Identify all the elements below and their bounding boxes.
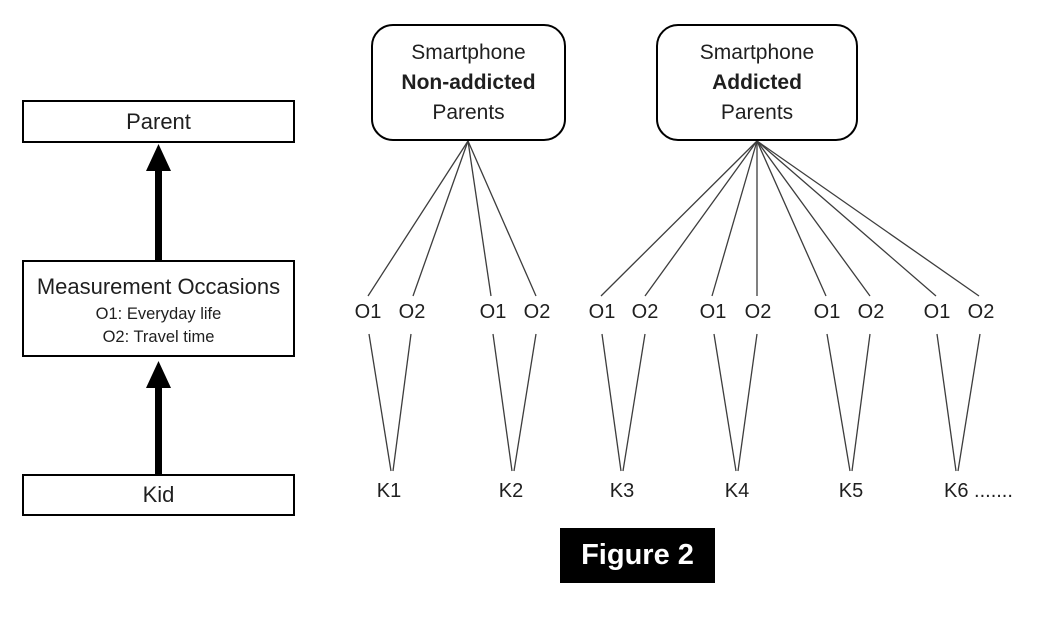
parent-box-label: Parent — [126, 108, 191, 134]
measurement-occasions-box: Measurement Occasions O1: Everyday life … — [22, 260, 295, 357]
kid-label: K3 — [609, 480, 635, 502]
group-box-non-addicted: Smartphone Non-addicted Parents — [371, 24, 566, 141]
group-box-addicted: Smartphone Addicted Parents — [656, 24, 858, 141]
kid-box-label: Kid — [142, 482, 175, 507]
figure-caption-label: Figure 2 — [581, 539, 694, 571]
kid-label: K4 — [724, 480, 750, 502]
kid-label: K5 — [838, 480, 864, 502]
arrow-measurement-to-parent — [146, 144, 171, 260]
occasion-label: O1 — [813, 301, 841, 323]
fan-lines-non-addicted — [367, 140, 537, 297]
group-line3: Parents — [432, 100, 505, 124]
kid-box: Kid — [22, 474, 295, 516]
occasion-label: O1 — [923, 301, 951, 323]
group-line1: Smartphone — [411, 40, 526, 64]
kid-label: K2 — [498, 480, 524, 502]
occasion-label: O1 — [479, 301, 507, 323]
group-line1: Smartphone — [699, 40, 815, 64]
measurement-occasion1: O1: Everyday life — [95, 304, 222, 323]
group-line2: Addicted — [712, 70, 802, 94]
occasion-label: O2 — [523, 301, 551, 323]
occasion-to-kid-lines — [368, 333, 981, 472]
group-line2: Non-addicted — [401, 70, 536, 94]
kid-label: K6 ....... — [944, 480, 1013, 502]
occasion-label: O1 — [588, 301, 616, 323]
occasion-label: O2 — [967, 301, 995, 323]
occasion-label: O1 — [699, 301, 727, 323]
occasion-label: O2 — [857, 301, 885, 323]
occasion-label: O1 — [354, 301, 382, 323]
figure-caption: Figure 2 — [560, 528, 715, 583]
occasion-label: O2 — [398, 301, 426, 323]
fan-lines-addicted — [600, 140, 980, 297]
arrow-kid-to-measurement — [146, 361, 171, 474]
occasion-label: O2 — [744, 301, 772, 323]
group-line3: Parents — [720, 100, 794, 124]
kid-label: K1 — [376, 480, 402, 502]
parent-box: Parent — [22, 100, 295, 143]
measurement-occasion2: O2: Travel time — [102, 327, 215, 346]
occasion-label: O2 — [631, 301, 659, 323]
measurement-title: Measurement Occasions — [36, 273, 281, 299]
